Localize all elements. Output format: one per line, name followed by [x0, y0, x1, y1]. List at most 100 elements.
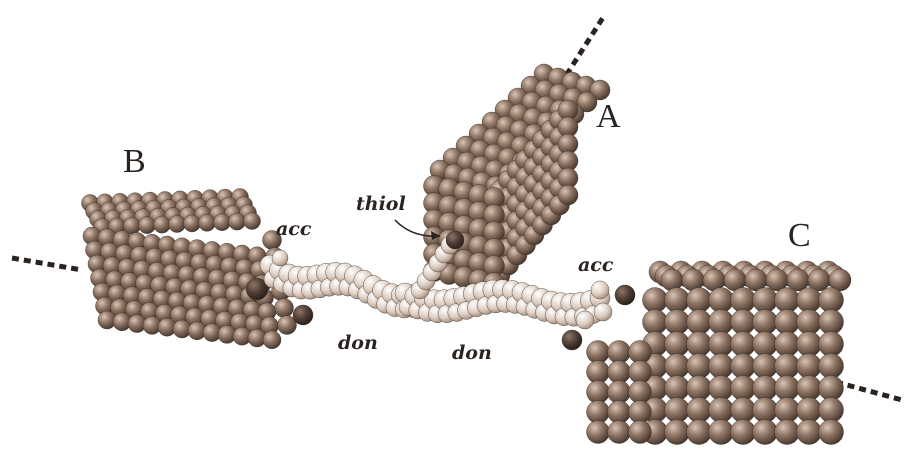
acceptor-atom [272, 250, 288, 266]
electrode-c-atom [608, 341, 631, 364]
electrode-c-atom [687, 310, 712, 335]
electrode-c-atom [687, 398, 712, 423]
electrode-c-atom [629, 401, 652, 424]
electrode-c-atom [665, 354, 690, 379]
electrode-c-atom [587, 341, 610, 364]
electrode-c-atom [608, 381, 631, 404]
electrode-c-atom [819, 288, 844, 313]
electrode-c-atom [753, 376, 778, 401]
electrode-c-atom [709, 398, 734, 423]
electrode-c-atom [665, 420, 690, 445]
electrode-c-atom [709, 420, 734, 445]
electrode-c-atom [797, 310, 822, 335]
electrode-c-atom [608, 401, 631, 424]
electrode-c-atom [797, 288, 822, 313]
electrode-b-atom [139, 217, 156, 234]
electrode-c-atom [819, 398, 844, 423]
label-electrode-a: A [596, 98, 621, 136]
label-thiol: thiol [356, 193, 406, 215]
electrode-c-atom [797, 420, 822, 445]
axis-line-c [836, 382, 902, 400]
electrode-c-atom [731, 420, 756, 445]
electrode-b-atom [229, 213, 246, 230]
electrode-c-atom [775, 398, 800, 423]
label-acc-right: acc [578, 254, 613, 276]
electrode-c-atom [753, 398, 778, 423]
electrode-c-atom [753, 354, 778, 379]
axis-line-b [12, 258, 82, 270]
electrode-c-atom [665, 310, 690, 335]
electrode-c-atom [819, 332, 844, 357]
electrode-c-atom [731, 310, 756, 335]
electrode-c-atom [819, 310, 844, 335]
electrode-c-atom [787, 269, 809, 291]
electrode-c-atom [643, 310, 668, 335]
electrode-c-atom [775, 354, 800, 379]
electrode-c-atom [797, 354, 822, 379]
electrode-b-atom [199, 214, 216, 231]
electrode-b-atom [244, 213, 261, 230]
electrode-c-atom [731, 288, 756, 313]
electrode-c-atom [587, 381, 610, 404]
electrode-c-atom [643, 288, 668, 313]
electrode-c-atom [665, 398, 690, 423]
electrode-c-atom [687, 332, 712, 357]
electrode-c-atom [775, 376, 800, 401]
electrode-c-atom [775, 420, 800, 445]
electrode-b-atom [214, 214, 231, 231]
electrode-c-atom [709, 332, 734, 357]
electrode-c-atom [587, 361, 610, 384]
molecular-wire [260, 231, 635, 350]
electrode-c-atom [629, 361, 652, 384]
electrode-c-atom [629, 341, 652, 364]
electrode-c-atom [709, 354, 734, 379]
electrode-c-atom [775, 310, 800, 335]
label-acc-left: acc [276, 218, 311, 240]
electrode-c-atom [665, 376, 690, 401]
electrode-c-atom [629, 421, 652, 444]
electrode-b-atom [275, 299, 294, 318]
electrode-c-atom [753, 288, 778, 313]
label-don-left: don [338, 332, 378, 354]
electrode-c-atom [587, 421, 610, 444]
electrode-c-atom [775, 332, 800, 357]
electrode-c-atom [665, 332, 690, 357]
electrode-c-atom [731, 354, 756, 379]
electrode-a-atom [558, 185, 578, 205]
electrode-c-atom [608, 361, 631, 384]
label-electrode-b: B [123, 143, 146, 181]
electrode-b-atom [293, 305, 313, 325]
electrode-c-atom [608, 421, 631, 444]
electrode-c-atom [587, 401, 610, 424]
electrode-c-atom [819, 376, 844, 401]
electrode-c-atom [687, 420, 712, 445]
electrode-c-atom [753, 420, 778, 445]
electrode-c-atom [687, 376, 712, 401]
electrode-c-atom [797, 376, 822, 401]
electrode-b-atom [169, 216, 186, 233]
electrode-c-atom [731, 376, 756, 401]
electrode-c-atom [731, 398, 756, 423]
electrode-c-atom [797, 398, 822, 423]
electrode-b-atom [263, 331, 281, 349]
electrode-c-atom [819, 354, 844, 379]
electrode-c-atom [753, 310, 778, 335]
electrode-c-atom [687, 288, 712, 313]
electrode-b-atom [154, 216, 171, 233]
electrode-c-atom [709, 288, 734, 313]
electrode-c-atom [731, 332, 756, 357]
acceptor-atom [562, 330, 582, 350]
electrode-c-atom [819, 420, 844, 445]
electrode-c-atom [687, 354, 712, 379]
electrode-c-atom [775, 288, 800, 313]
electrode-c-atom [753, 332, 778, 357]
label-electrode-c: C [788, 217, 811, 255]
acceptor-atom [591, 281, 609, 299]
acceptor-atom [615, 285, 635, 305]
thiol-sulfur-atom [446, 231, 464, 249]
acceptor-atom [576, 311, 594, 329]
electrode-c-atom [665, 288, 690, 313]
electrode-c-atom [709, 376, 734, 401]
